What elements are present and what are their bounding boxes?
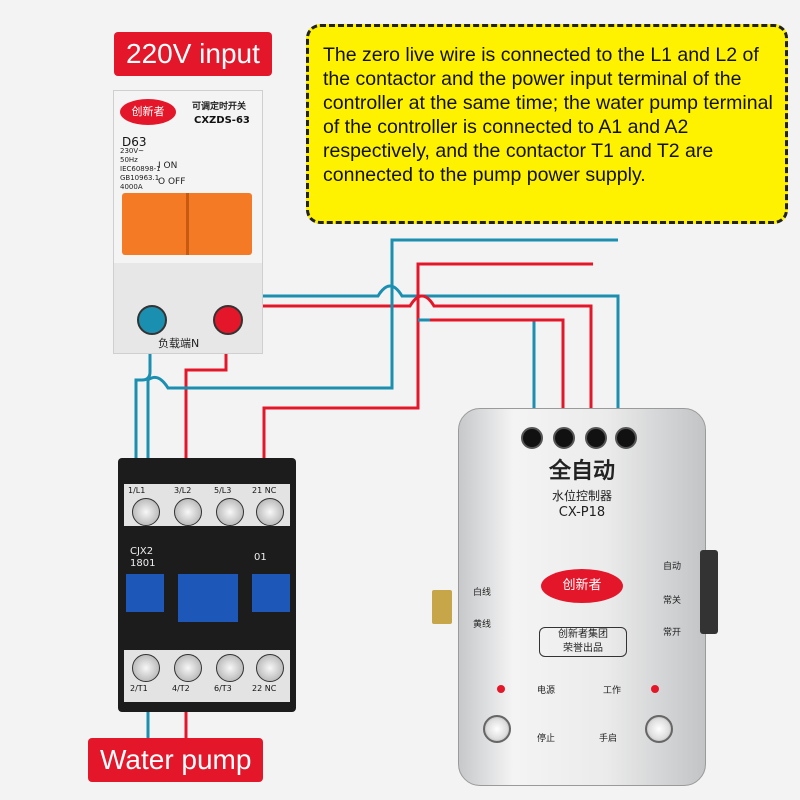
work-indicator-led [651, 685, 659, 693]
controller-terminal-1 [521, 427, 543, 449]
breaker-title: 可调定时开关 [192, 102, 247, 112]
wiring-note: The zero live wire is connected to the L… [306, 24, 788, 224]
contactor-screw-22nc [256, 654, 284, 682]
controller-honor-badge: 创新者集团 荣誉出品 [539, 627, 627, 657]
controller-terminal-2 [553, 427, 575, 449]
wire-live-breaker-controller [224, 294, 593, 430]
controller-left-label-white: 白线 [473, 588, 492, 598]
wire-neutral-breaker-controller [148, 284, 620, 430]
contactor-model: CJX2 [130, 546, 154, 557]
contactor-top-terminal-4: 21 NC [252, 486, 277, 495]
breaker-terminal-left [137, 305, 167, 335]
power-label: 电源 [537, 686, 556, 696]
controller-mode-on: 常开 [663, 628, 682, 638]
controller-subtitle: 水位控制器 [551, 489, 612, 503]
spec-voltage: 230V~ [120, 147, 145, 155]
input-label: 220V input [114, 32, 272, 76]
controller-terminal-3 [585, 427, 607, 449]
breaker-off-label: O OFF [158, 177, 186, 187]
honor-line-2: 荣誉出品 [563, 643, 603, 654]
contactor-screw-t3 [216, 654, 244, 682]
water-level-controller: 全自动 水位控制器 CX-P18 创新者 创新者集团 荣誉出品 白线 黄线 自动… [458, 408, 706, 786]
stop-label: 停止 [537, 734, 556, 744]
contactor-bottom-terminal-4: 22 NC [252, 684, 277, 693]
contactor-blue-right [252, 574, 290, 612]
pump-label: Water pump [88, 738, 264, 782]
honor-line-1: 创新者集团 [558, 629, 608, 640]
contactor-top-terminal-3: 5/L3 [214, 486, 232, 495]
contactor-bottom-terminal-3: 6/T3 [214, 684, 232, 693]
controller-title: 全自动 [548, 459, 615, 484]
wire-controller-a2 [430, 318, 565, 430]
controller-terminal-4 [615, 427, 637, 449]
contactor-screw-t2 [174, 654, 202, 682]
wire-neutral-breaker-contactor [134, 318, 152, 520]
contactor-blue-center [178, 574, 238, 622]
circuit-breaker: 创新者 D63 可调定时开关 CXZDS-63 230V~ 50Hz IEC60… [113, 90, 263, 354]
contactor-screw-l1 [132, 498, 160, 526]
breaker-on-label: I ON [158, 161, 178, 171]
controller-side-terminals [432, 590, 452, 624]
wire-neutral-contactor-controller [146, 238, 618, 520]
controller-left-label-yellow: 黄线 [473, 620, 492, 630]
contactor: 1/L1 3/L2 5/L3 21 NC CJX2 1801 01 2/T1 4… [118, 458, 296, 712]
breaker-terminal-right [213, 305, 243, 335]
contactor-aux: 01 [254, 552, 267, 563]
breaker-model: D63 [122, 135, 147, 149]
controller-model: CX-P18 [558, 505, 606, 520]
wire-live-contactor-controller [262, 262, 593, 520]
breaker-series: CXZDS-63 [194, 115, 250, 126]
controller-mode-auto: 自动 [663, 562, 682, 572]
contactor-top-terminal-2: 3/L2 [174, 486, 192, 495]
spec-iec: IEC60898-1 [120, 165, 161, 173]
contactor-top-terminal-1: 1/L1 [128, 486, 146, 495]
breaker-brand-logo: 创新者 [120, 99, 176, 125]
controller-brand-logo: 创新者 [541, 569, 623, 603]
breaker-bottom-label: 负载端N [158, 337, 200, 350]
breaker-specs: 230V~ 50Hz IEC60898-1 GB10963.1 4000A [120, 147, 161, 192]
stop-button[interactable] [483, 715, 511, 743]
contactor-screw-21nc [256, 498, 284, 526]
controller-mode-off: 常关 [663, 596, 682, 606]
contactor-screw-t1 [132, 654, 160, 682]
start-label: 手启 [599, 734, 618, 744]
spec-capacity: 4000A [120, 183, 143, 191]
contactor-screw-l2 [174, 498, 202, 526]
contactor-bottom-terminal-1: 2/T1 [130, 684, 148, 693]
contactor-blue-left [126, 574, 164, 612]
spec-gb: GB10963.1 [120, 174, 160, 182]
contactor-bottom-terminal-2: 4/T2 [172, 684, 190, 693]
contactor-number: 1801 [130, 558, 156, 569]
controller-mode-switch[interactable] [700, 550, 718, 634]
breaker-toggle-divider [186, 193, 189, 255]
power-indicator-led [497, 685, 505, 693]
start-button[interactable] [645, 715, 673, 743]
spec-frequency: 50Hz [120, 156, 138, 164]
work-label: 工作 [603, 686, 622, 696]
contactor-screw-l3 [216, 498, 244, 526]
